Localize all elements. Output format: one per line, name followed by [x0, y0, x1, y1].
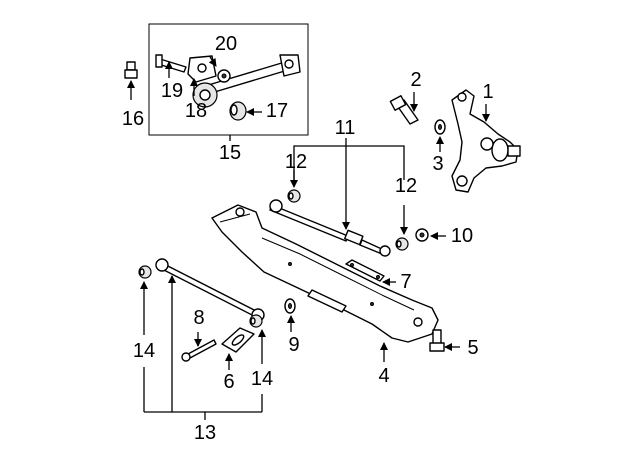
inset-control-arm — [155, 54, 301, 121]
callout-2: 2 — [410, 69, 421, 91]
callout-19: 19 — [161, 80, 183, 102]
callout-4: 4 — [378, 365, 389, 387]
callout-1: 1 — [482, 81, 493, 103]
callout-18: 18 — [185, 100, 207, 122]
callout-5: 5 — [467, 337, 478, 359]
knuckle-1 — [451, 89, 521, 193]
callout-13: 13 — [194, 422, 216, 444]
nut-10 — [415, 228, 429, 242]
callout-7: 7 — [400, 271, 411, 293]
callout-15: 15 — [219, 142, 241, 164]
bushing-14-left — [138, 265, 152, 279]
callout-11: 11 — [335, 117, 356, 139]
leader-13 — [140, 275, 266, 420]
callout-8: 8 — [193, 307, 204, 329]
bushing-12-upper — [287, 189, 301, 203]
callout-14-left: 14 — [133, 340, 155, 362]
bolt-16 — [124, 61, 138, 79]
callout-3: 3 — [432, 153, 443, 175]
callout-17: 17 — [266, 100, 288, 122]
bracket-7 — [345, 259, 385, 282]
callout-12-lower: 12 — [395, 175, 417, 197]
callout-6: 6 — [223, 371, 234, 393]
inset-box: 20 19 18 17 — [148, 23, 309, 136]
callout-10: 10 — [451, 225, 473, 247]
bushing-14-right — [249, 314, 263, 328]
plate-6 — [221, 327, 255, 353]
bolt-8 — [181, 339, 217, 362]
callout-20: 20 — [215, 33, 237, 55]
crossmember-4 — [211, 204, 439, 343]
callout-14-right: 14 — [251, 368, 273, 390]
callout-16: 16 — [122, 108, 144, 130]
lateral-link-11 — [269, 199, 391, 257]
callout-12-upper: 12 — [285, 151, 307, 173]
bushing-12-lower — [395, 237, 409, 251]
callout-9: 9 — [288, 334, 299, 356]
bolt-2 — [389, 95, 419, 125]
